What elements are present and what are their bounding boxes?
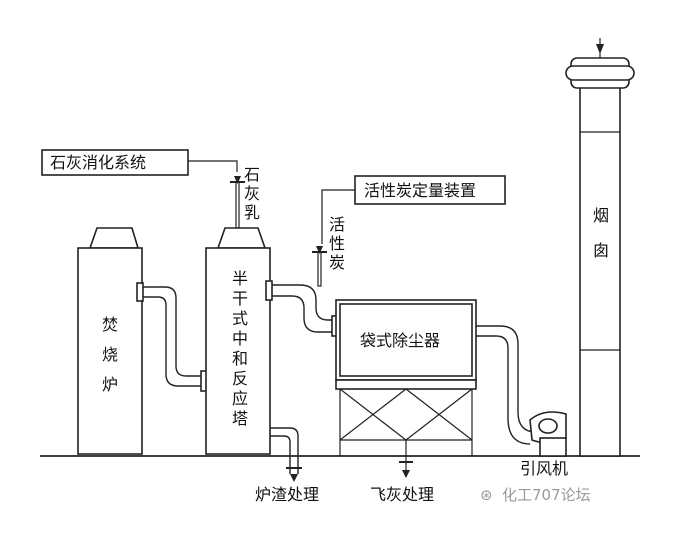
svg-text:石: 石 xyxy=(244,165,260,184)
bag-filter: 袋式除尘器 xyxy=(335,299,477,456)
carbon-dosing-connector xyxy=(321,189,355,244)
svg-text:中: 中 xyxy=(232,329,248,348)
pipe-baghouse-to-fan xyxy=(476,325,537,445)
fly-ash-label: 飞灰处理 xyxy=(370,485,434,504)
svg-text:应: 应 xyxy=(232,389,248,408)
lime-milk-label: 石 灰 乳 xyxy=(244,165,260,222)
svg-text:囱: 囱 xyxy=(593,241,609,260)
incinerator: 焚 烧 炉 xyxy=(77,227,143,455)
pipe-reactor-to-baghouse xyxy=(265,280,339,337)
svg-text:反: 反 xyxy=(232,369,248,388)
svg-text:和: 和 xyxy=(232,349,248,368)
watermark-icon: ⊛ xyxy=(480,486,493,504)
chimney: 烟 囱 xyxy=(565,38,635,457)
svg-text:乳: 乳 xyxy=(244,203,260,222)
svg-text:式: 式 xyxy=(232,309,248,328)
slag-outlet xyxy=(270,427,302,482)
watermark: ⊛ 化工707论坛 xyxy=(480,486,591,504)
svg-text:干: 干 xyxy=(232,289,248,308)
activated-carbon-feed xyxy=(312,246,327,287)
lime-system-label: 石灰消化系统 xyxy=(50,153,146,172)
pipe-incinerator-to-reactor xyxy=(136,282,208,392)
watermark-text: 化工707论坛 xyxy=(502,486,591,504)
svg-text:烟: 烟 xyxy=(593,206,609,225)
svg-text:活: 活 xyxy=(329,215,345,234)
reactor-label: 半 干 式 中 和 反 应 塔 xyxy=(232,269,248,428)
carbon-dosing-label: 活性炭定量装置 xyxy=(364,181,476,200)
svg-text:灰: 灰 xyxy=(244,184,260,203)
carbon-dosing-box xyxy=(354,175,506,205)
chimney-label: 烟 囱 xyxy=(593,206,609,260)
lime-system-connector xyxy=(188,160,238,172)
svg-text:炭: 炭 xyxy=(329,253,345,272)
svg-text:烧: 烧 xyxy=(102,345,118,364)
bag-filter-label: 袋式除尘器 xyxy=(360,331,440,350)
reactor-tower: 半 干 式 中 和 反 应 塔 xyxy=(205,227,271,455)
lime-milk-feed xyxy=(230,176,245,229)
fan-label: 引风机 xyxy=(520,459,568,478)
induced-draft-fan xyxy=(529,411,567,457)
svg-text:炉: 炉 xyxy=(102,375,118,394)
svg-text:塔: 塔 xyxy=(232,409,248,428)
lime-system-box xyxy=(41,149,189,176)
slag-label: 炉渣处理 xyxy=(255,485,319,504)
svg-text:焚: 焚 xyxy=(102,315,118,334)
activated-carbon-label: 活 性 炭 xyxy=(329,215,345,272)
svg-text:性: 性 xyxy=(329,234,345,253)
svg-text:半: 半 xyxy=(232,269,248,288)
incinerator-label: 焚 烧 炉 xyxy=(102,315,118,394)
fly-ash-outlet xyxy=(399,440,413,478)
